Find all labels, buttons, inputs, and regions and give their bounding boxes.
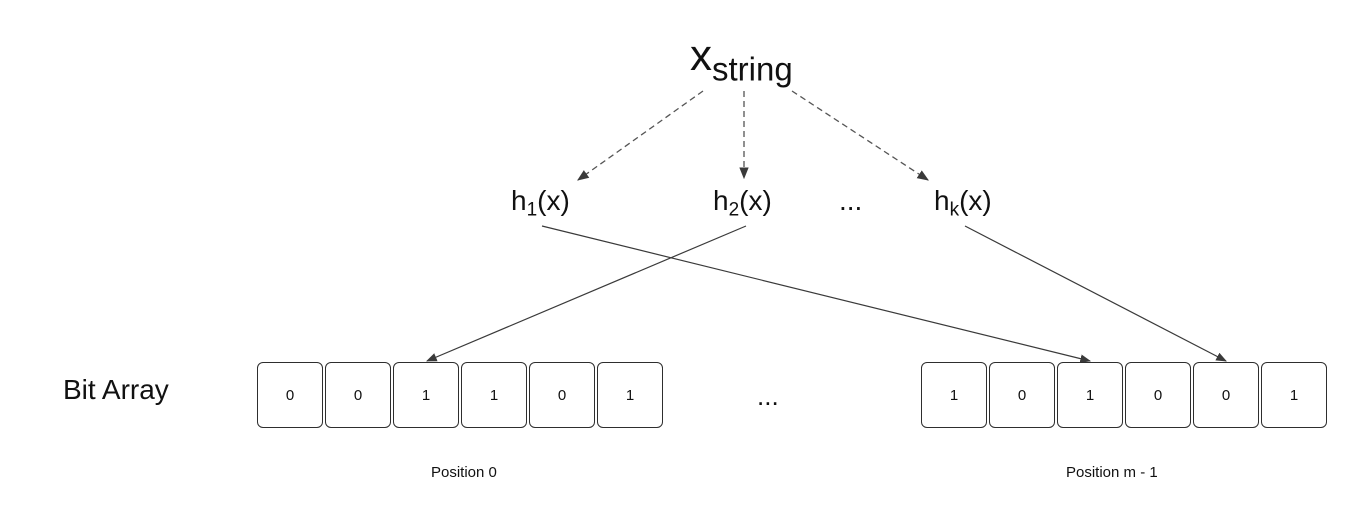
bit-cell: 0 (257, 362, 323, 428)
bit-cell: 1 (461, 362, 527, 428)
hash-subscript: 1 (526, 199, 538, 221)
title-subscript: string (712, 50, 793, 88)
hash-function-2: h2(x) (713, 185, 772, 221)
position-start-label: Position 0 (431, 464, 497, 481)
hash-subscript: 2 (728, 199, 740, 221)
hash-arg: (x) (537, 185, 570, 216)
bit-array-ellipsis: ... (757, 381, 779, 411)
bit-cell: 1 (921, 362, 987, 428)
dashed-arrow-to-hk (791, 90, 929, 181)
bit-cell: 0 (529, 362, 595, 428)
bit-cell: 1 (393, 362, 459, 428)
arrow-h2-to-bit (426, 225, 747, 362)
hash-function-k: hk(x) (934, 185, 992, 221)
title-main: x (690, 31, 712, 80)
hash-arg: (x) (959, 185, 992, 216)
bit-cell: 0 (1193, 362, 1259, 428)
hash-arg: (x) (739, 185, 772, 216)
arrow-hk-to-bit (964, 225, 1227, 362)
bit-cell: 0 (989, 362, 1055, 428)
bit-cell: 0 (1125, 362, 1191, 428)
bit-array-label: Bit Array (63, 374, 169, 405)
hash-name: h (934, 185, 950, 216)
dashed-arrow-to-h1 (577, 90, 704, 181)
hash-ellipsis: ... (839, 185, 863, 216)
hash-function-1: h1(x) (511, 185, 570, 221)
hash-subscript: k (949, 199, 960, 221)
position-end-label: Position m - 1 (1066, 464, 1158, 481)
bit-cell: 0 (325, 362, 391, 428)
bit-cell: 1 (1057, 362, 1123, 428)
bit-cell: 1 (597, 362, 663, 428)
hash-name: h (713, 185, 729, 216)
hash-name: h (511, 185, 527, 216)
input-string-label: xstring (690, 34, 793, 86)
arrow-h1-to-bit (541, 225, 1092, 363)
bit-cell: 1 (1261, 362, 1327, 428)
